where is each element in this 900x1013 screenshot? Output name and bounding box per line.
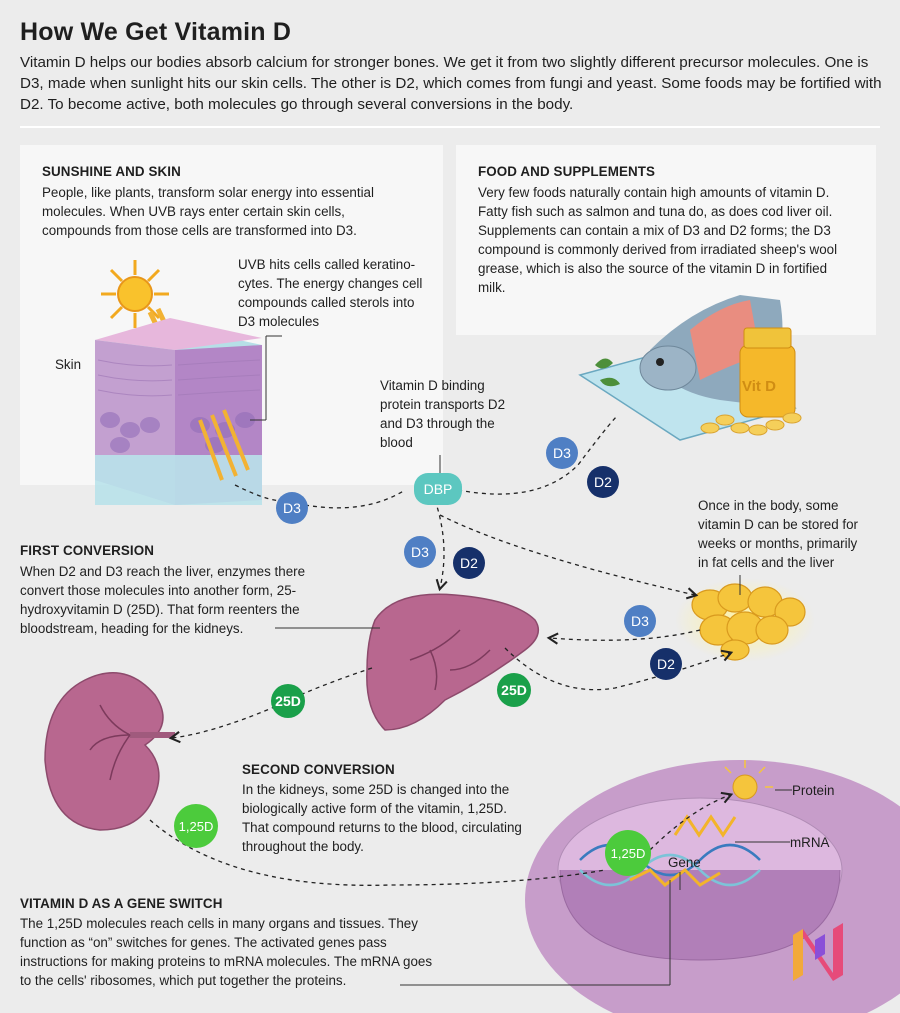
food-body: Very few foods naturally contain high am… bbox=[478, 185, 838, 295]
d3-badge: D3 bbox=[276, 492, 308, 524]
fat-cells-icon bbox=[675, 578, 815, 662]
dbp-note: Vitamin D binding protein transports D2 … bbox=[380, 378, 506, 450]
125d-badge: 1,25D bbox=[174, 804, 218, 848]
brand-logo-icon bbox=[793, 923, 843, 981]
d2-badge: D2 bbox=[453, 547, 485, 579]
mrna-label: mRNA bbox=[790, 835, 830, 850]
food-panel bbox=[456, 145, 876, 335]
d2-badge: D2 bbox=[650, 648, 682, 680]
cell-icon bbox=[525, 760, 900, 1013]
first-conversion-heading: FIRST CONVERSION bbox=[20, 543, 155, 558]
vitd-bottle-label: Vit D bbox=[742, 378, 776, 395]
d3-badge: D3 bbox=[404, 536, 436, 568]
skin-block-icon bbox=[95, 318, 262, 505]
25d-badge: 25D bbox=[271, 684, 305, 718]
liver-icon bbox=[366, 593, 540, 731]
25d-badge: 25D bbox=[497, 673, 531, 707]
kidney-icon bbox=[44, 672, 175, 831]
protein-label: Protein bbox=[792, 783, 835, 798]
intro-text: Vitamin D helps our bodies absorb calciu… bbox=[20, 54, 882, 113]
d3-badge: D3 bbox=[546, 437, 578, 469]
sun-icon bbox=[101, 260, 169, 328]
second-conversion-body: In the kidneys, some 25D is changed into… bbox=[242, 782, 522, 854]
d2-badge: D2 bbox=[587, 466, 619, 498]
sunshine-body: People, like plants, transform solar ene… bbox=[42, 185, 374, 238]
dbp-badge: DBP bbox=[414, 473, 462, 505]
gene-switch-body: The 1,25D molecules reach cells in many … bbox=[20, 916, 433, 988]
storage-note: Once in the body, some vitamin D can be … bbox=[698, 498, 859, 570]
food-illustration-icon bbox=[578, 295, 802, 441]
first-conversion-body: When D2 and D3 reach the liver, enzymes … bbox=[20, 564, 306, 636]
skin-label: Skin bbox=[55, 357, 82, 372]
second-conversion-heading: SECOND CONVERSION bbox=[242, 762, 395, 777]
divider bbox=[20, 126, 880, 128]
sunshine-heading: SUNSHINE AND SKIN bbox=[42, 164, 181, 179]
125d-badge: 1,25D bbox=[605, 830, 651, 876]
keratinocyte-note: UVB hits cells called keratino-cytes. Th… bbox=[238, 257, 423, 329]
gene-switch-heading: VITAMIN D AS A GENE SWITCH bbox=[20, 896, 223, 911]
page-title: How We Get Vitamin D bbox=[20, 18, 292, 46]
gene-label: Gene bbox=[668, 855, 701, 870]
d3-badge: D3 bbox=[624, 605, 656, 637]
food-heading: FOOD AND SUPPLEMENTS bbox=[478, 164, 656, 179]
